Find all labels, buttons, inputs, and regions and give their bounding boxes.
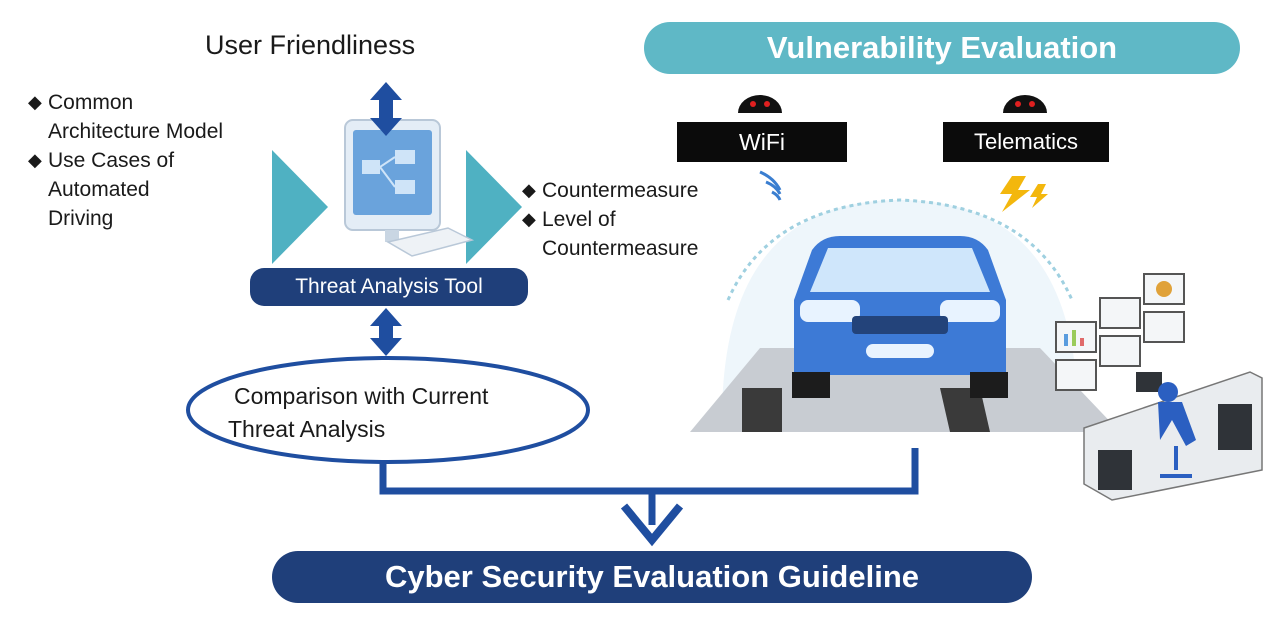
user-friendliness-label: User Friendliness	[205, 30, 416, 60]
car-icon	[792, 236, 1008, 398]
computer-monitor-icon	[344, 119, 475, 257]
input-item-line: Automated	[48, 178, 150, 201]
output-item: Level of Countermeasure	[522, 205, 752, 263]
output-item-line: Level of	[542, 208, 616, 231]
double-arrow-bottom-icon	[370, 308, 402, 356]
output-item: Countermeasure	[522, 176, 752, 205]
hacker-icon	[1003, 95, 1047, 113]
hacker-icon	[738, 95, 782, 113]
output-item-line: Countermeasure	[542, 237, 699, 260]
output-chevron	[466, 150, 522, 264]
comparison-line: Comparison with Current	[234, 383, 489, 409]
lightning-icon	[1000, 176, 1048, 212]
vulnerability-evaluation-title: Vulnerability Evaluation	[644, 22, 1240, 74]
comparison-ellipse	[186, 356, 590, 464]
wireless-signal-icon	[759, 170, 782, 201]
input-item: Common Architecture Model	[28, 88, 268, 146]
input-item-line: Driving	[48, 207, 114, 230]
input-chevron	[272, 150, 328, 264]
down-arrow-icon	[620, 503, 684, 547]
guideline-title: Cyber Security Evaluation Guideline	[272, 551, 1032, 603]
input-list: Common Architecture Model Use Cases of A…	[28, 88, 268, 233]
wifi-attack-tag: WiFi	[677, 122, 847, 162]
comparison-line: Threat Analysis	[228, 416, 386, 442]
input-item-line: Architecture Model	[48, 120, 224, 143]
comparison-text: Comparison with Current Threat Analysis	[228, 380, 558, 446]
input-item: Use Cases of Automated Driving	[28, 146, 268, 233]
output-item-line: Countermeasure	[542, 179, 699, 202]
input-item-line: Common	[48, 91, 134, 114]
merge-connector	[379, 448, 919, 525]
monitoring-workstation-icon	[1055, 273, 1263, 501]
threat-analysis-tool-label: Threat Analysis Tool	[250, 268, 528, 306]
double-arrow-top-icon	[370, 82, 402, 136]
input-item-line: Use Cases of	[48, 149, 175, 172]
output-list: Countermeasure Level of Countermeasure	[522, 176, 752, 263]
telematics-attack-tag: Telematics	[943, 122, 1109, 162]
